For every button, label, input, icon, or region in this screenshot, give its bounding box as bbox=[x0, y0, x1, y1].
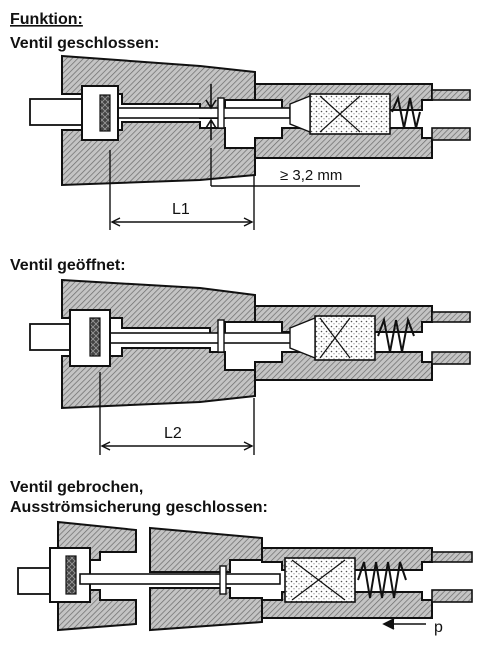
valve-body-closed bbox=[29, 54, 471, 187]
l1-label: L1 bbox=[172, 201, 190, 218]
gap-label: ≥ 3,2 mm bbox=[280, 167, 342, 184]
state-open-title: Ventil geöffnet: bbox=[10, 257, 126, 274]
state-broken-title-line1: Ventil gebrochen, bbox=[10, 479, 143, 496]
dimension-l1 bbox=[109, 148, 360, 230]
state-broken-title-line2: Ausströmsicherung geschlossen: bbox=[10, 499, 268, 516]
dimension-l2 bbox=[99, 372, 255, 455]
state-broken: Ventil gebrochen, Ausströmsicherung gesc… bbox=[10, 479, 473, 636]
pressure-arrow bbox=[382, 618, 426, 630]
heading: Funktion: bbox=[10, 11, 83, 28]
state-open: Ventil geöffnet: L2 bbox=[10, 257, 471, 455]
pressure-label: p bbox=[434, 619, 443, 636]
state-closed: Ventil geschlossen: bbox=[10, 35, 471, 230]
gap-marker-closed bbox=[205, 84, 217, 140]
state-closed-title: Ventil geschlossen: bbox=[10, 35, 159, 52]
valve-body-open bbox=[29, 278, 471, 410]
valve-body-broken bbox=[17, 520, 473, 632]
l2-label: L2 bbox=[164, 425, 182, 442]
